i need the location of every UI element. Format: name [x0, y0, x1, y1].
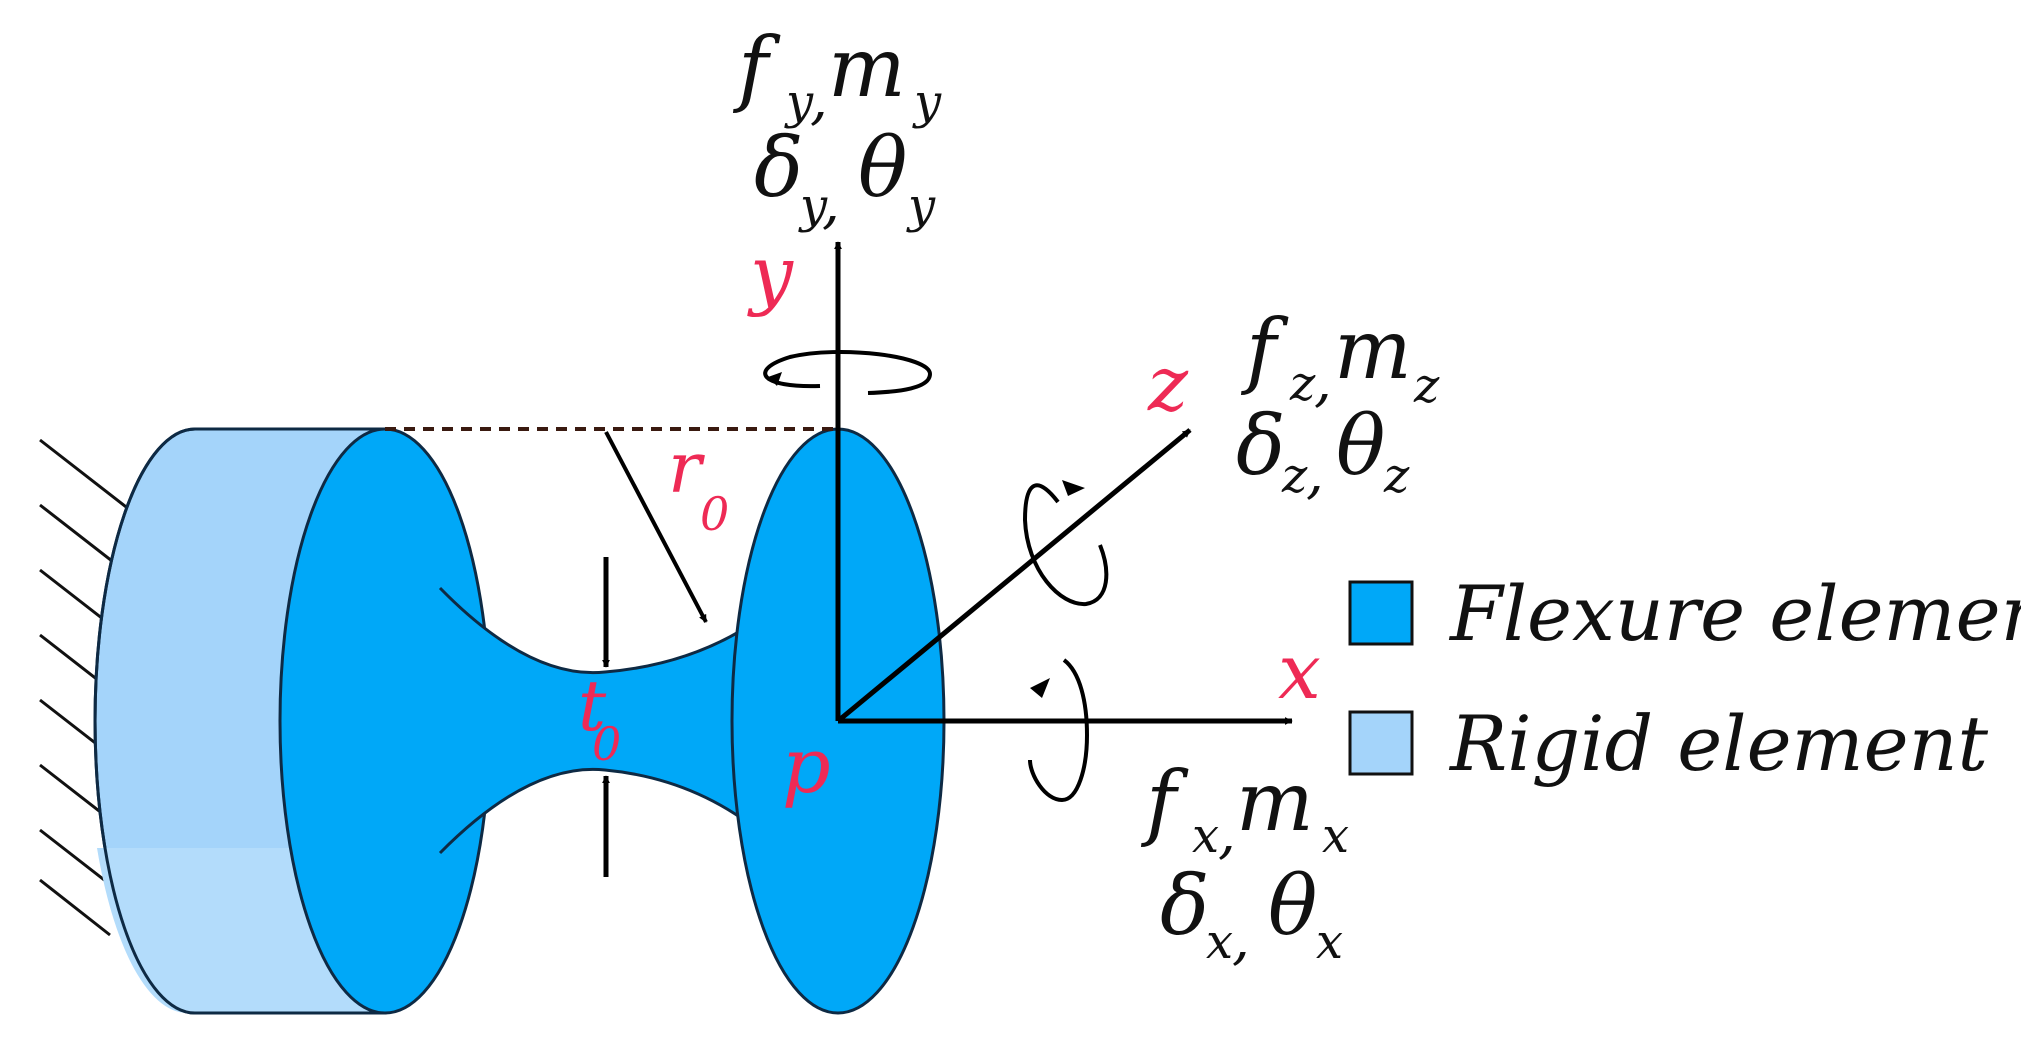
svg-text:y: y — [912, 74, 942, 130]
y-rotation-arrow — [763, 349, 933, 395]
svg-text:,: , — [1306, 441, 1324, 506]
legend-swatch-flexure — [1348, 580, 1414, 646]
legend-swatch-rigid — [1348, 710, 1414, 776]
z-rotation-arrow — [1022, 483, 1109, 607]
svg-text:δ: δ — [1160, 859, 1209, 954]
svg-text:z: z — [1413, 358, 1440, 414]
axis-labels: y z x p r 0 t 0 — [578, 229, 1321, 810]
svg-text:m: m — [1334, 303, 1412, 398]
svg-text:x: x — [1206, 914, 1233, 970]
svg-text:δ: δ — [754, 121, 803, 216]
legend-item-flexure: Flexure element — [1348, 569, 2021, 658]
svg-text:y: y — [906, 178, 936, 234]
svg-text:m: m — [828, 21, 906, 116]
z-axis-label: z — [1147, 339, 1189, 428]
svg-text:f: f — [1240, 303, 1289, 398]
svg-text:x: x — [1192, 808, 1219, 864]
coordinate-axes — [834, 241, 1293, 725]
radius-subscript: 0 — [700, 487, 729, 541]
y-axis-label: y — [747, 229, 794, 318]
svg-text:z: z — [1289, 356, 1316, 412]
legend-label-rigid: Rigid element — [1448, 699, 1989, 788]
svg-text:,: , — [1314, 349, 1332, 414]
x-axis-label: x — [1278, 627, 1321, 716]
svg-text:,: , — [822, 171, 840, 236]
svg-text:x: x — [1322, 808, 1349, 864]
load-label-z: f z , m z δ z , θ z — [1236, 303, 1440, 506]
svg-text:θ: θ — [1268, 859, 1317, 954]
svg-text:x: x — [1316, 914, 1343, 970]
svg-text:θ: θ — [1336, 399, 1385, 494]
svg-text:y: y — [798, 178, 828, 234]
svg-text:θ: θ — [858, 121, 907, 216]
svg-text:,: , — [1218, 801, 1236, 866]
svg-text:z: z — [1383, 448, 1410, 504]
legend: Flexure element Rigid element — [1348, 569, 2021, 788]
fixed-support-hatching — [39, 438, 131, 937]
x-rotation-arrow — [1028, 658, 1090, 803]
z-axis-arrow — [836, 428, 1192, 723]
radius-arrow — [604, 431, 708, 623]
svg-text:m: m — [1236, 755, 1314, 850]
svg-text:f: f — [732, 21, 781, 116]
svg-text:,: , — [810, 67, 828, 132]
rotation-symbols — [763, 349, 1109, 803]
flexure-neck — [440, 585, 755, 856]
legend-item-rigid: Rigid element — [1348, 699, 1989, 788]
svg-text:,: , — [1232, 907, 1250, 972]
load-label-x: f x , m x δ x , θ x — [1140, 755, 1349, 972]
svg-text:δ: δ — [1236, 399, 1285, 494]
origin-label: p — [782, 721, 831, 810]
svg-text:y: y — [784, 74, 814, 130]
legend-label-flexure: Flexure element — [1448, 569, 2021, 658]
svg-text:f: f — [1140, 755, 1189, 850]
thickness-subscript: 0 — [592, 717, 621, 771]
load-label-y: f y , m y δ y , θ y — [732, 21, 942, 236]
svg-text:z: z — [1281, 448, 1308, 504]
radius-label: r — [668, 427, 705, 509]
thickness-label: t — [578, 665, 607, 747]
